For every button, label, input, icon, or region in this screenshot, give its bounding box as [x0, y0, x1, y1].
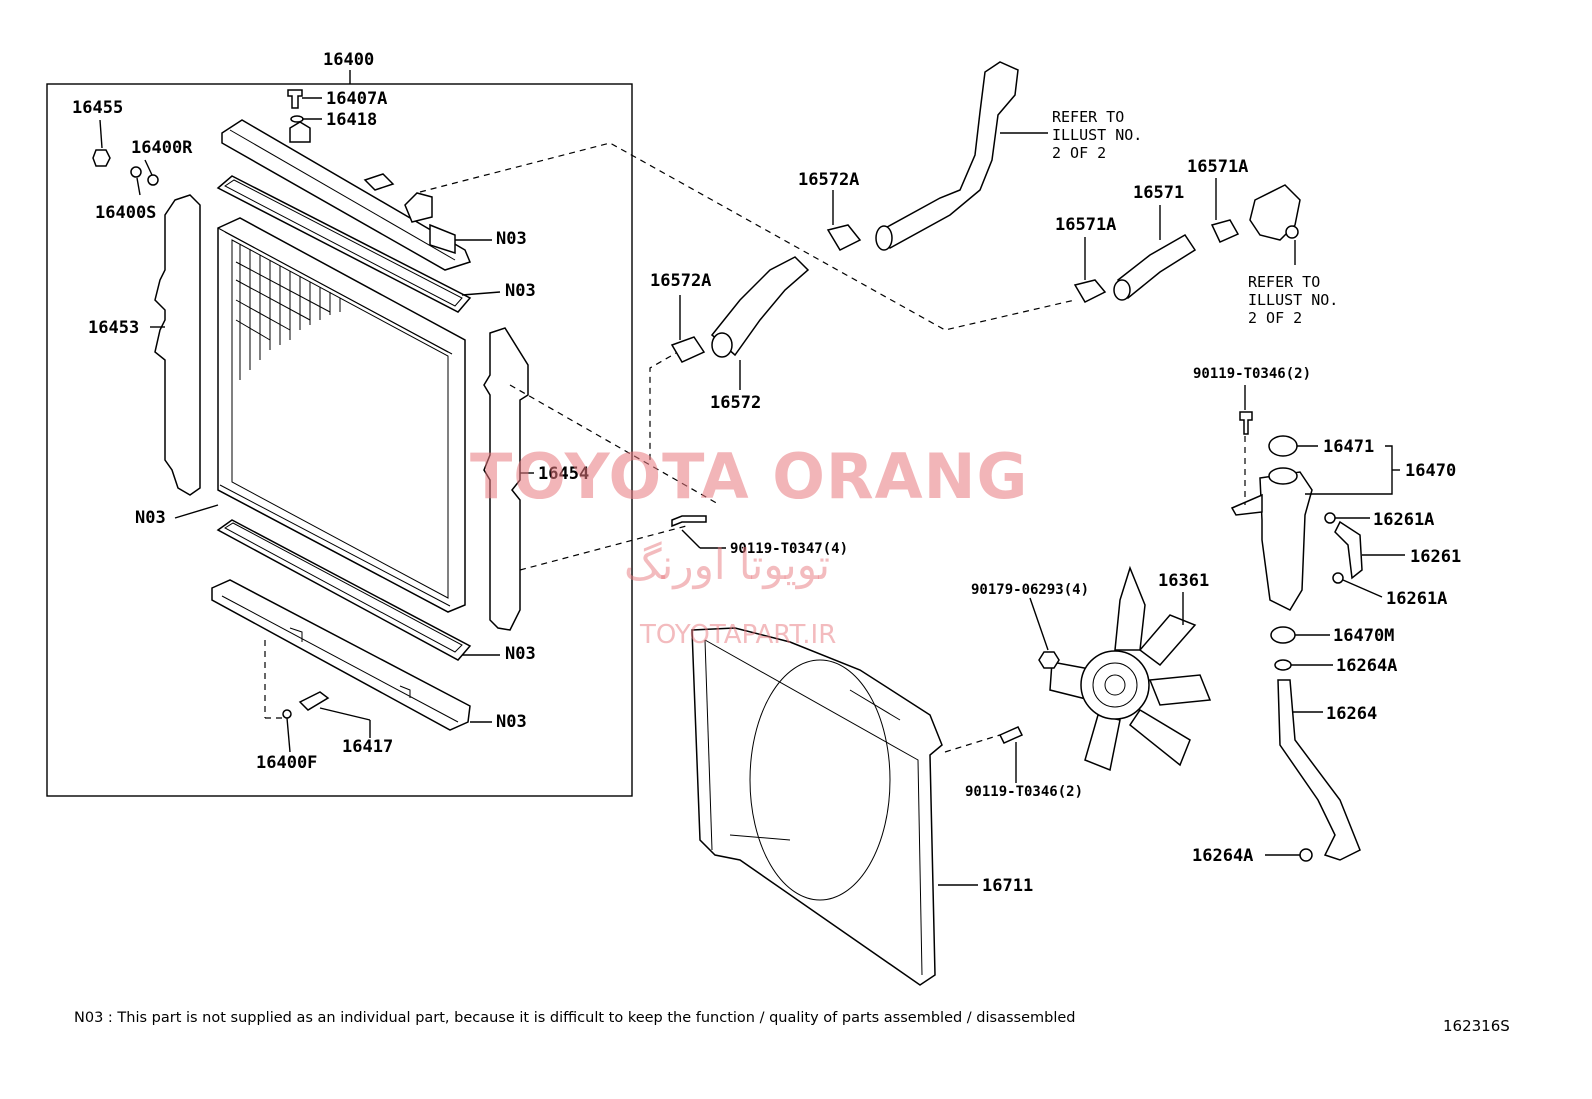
radiator-fins [235, 244, 341, 380]
clamp-16572A-upper [826, 224, 862, 251]
fan-shroud-16711 [691, 627, 943, 986]
label-n03-lower-tank: N03 [496, 712, 527, 732]
label-16711: 16711 [982, 876, 1033, 896]
label-16470M: 16470M [1333, 626, 1394, 646]
label-16418: 16418 [326, 110, 377, 130]
label-16407A: 16407A [326, 89, 387, 109]
drain-cock-16417 [298, 691, 330, 711]
clamp-16261A-top [1324, 512, 1336, 524]
overflow-hose-16264 [1277, 679, 1361, 861]
label-bolt-t0346-reservoir: 90119-T0346(2) [1193, 366, 1311, 382]
reservoir-bolt [1239, 411, 1253, 435]
refer-note-1-line3: 2 OF 2 [1052, 144, 1106, 162]
label-16571A-right: 16571A [1187, 157, 1248, 177]
label-16261: 16261 [1410, 547, 1461, 567]
radiator-lower-tank [211, 579, 471, 731]
water-outlet [1249, 184, 1301, 241]
label-nut-06293: 90179-06293(4) [971, 582, 1089, 598]
drain-plug-16455 [92, 149, 111, 167]
oring-16400F [282, 709, 292, 719]
reservoir-hose-16261 [1334, 520, 1363, 580]
radiator-assembly-frame [46, 83, 633, 797]
label-16471: 16471 [1323, 437, 1374, 457]
refer-note-2-line1: REFER TO [1248, 273, 1320, 291]
label-16261A-bot: 16261A [1386, 589, 1447, 609]
lower-gasket [216, 519, 472, 661]
label-16572: 16572 [710, 393, 761, 413]
label-16400: 16400 [323, 50, 374, 70]
nut-06293 [1038, 651, 1060, 669]
label-16264A-top: 16264A [1336, 656, 1397, 676]
clamp-16261A-bot [1332, 572, 1344, 584]
right-side-support [483, 327, 529, 631]
label-16261A-top: 16261A [1373, 510, 1434, 530]
refer-note-1-line1: REFER TO [1052, 108, 1124, 126]
label-16400R: 16400R [131, 138, 193, 158]
label-n03-upper-gasket: N03 [505, 281, 536, 301]
inlet-pipe [875, 61, 1019, 251]
label-16572A-lower: 16572A [650, 271, 711, 291]
label-16264: 16264 [1326, 704, 1377, 724]
fan-16361 [1049, 565, 1212, 772]
label-16470: 16470 [1405, 461, 1456, 481]
label-n03-upper-tank: N03 [496, 229, 527, 249]
upper-gasket [216, 175, 472, 313]
label-16455: 16455 [72, 98, 123, 118]
label-16361: 16361 [1158, 571, 1209, 591]
bolt-16407A [287, 89, 303, 109]
label-16571: 16571 [1133, 183, 1184, 203]
label-16572A-upper: 16572A [798, 170, 859, 190]
cushion-16400S [130, 166, 142, 178]
reservoir-tank [1230, 467, 1313, 611]
left-side-support [154, 194, 201, 496]
watermark-brand: TOYOTA ORANG [470, 440, 1029, 513]
label-16264A-bot: 16264A [1192, 846, 1253, 866]
reservoir-cap [1268, 435, 1298, 457]
label-n03-core: N03 [135, 508, 166, 528]
refer-note-1-line2: ILLUST NO. [1052, 126, 1142, 144]
label-bolt-t0346-shroud: 90119-T0346(2) [965, 784, 1083, 800]
bolt-t0347 [671, 515, 707, 528]
label-16454: 16454 [538, 464, 589, 484]
refer-note-2-line3: 2 OF 2 [1248, 309, 1302, 327]
label-16417: 16417 [342, 737, 393, 757]
hose-16571 [1113, 234, 1197, 301]
label-16453: 16453 [88, 318, 139, 338]
label-16400S: 16400S [95, 203, 156, 223]
gasket-16418 [290, 115, 304, 123]
bolt-t0346-shroud [998, 726, 1024, 744]
footnote-n03: N03 : This part is not supplied as an in… [74, 1010, 1076, 1026]
clamp-16264A-top [1274, 659, 1292, 671]
label-bolt-t0347: 90119-T0347(4) [730, 541, 848, 557]
clamp-16571A-right [1210, 219, 1240, 243]
grommet-16470M [1270, 626, 1296, 644]
watermark-site: TOYOTAPART.IR [640, 620, 837, 650]
refer-note-2-line2: ILLUST NO. [1248, 291, 1338, 309]
upper-hose-16572 [710, 256, 810, 358]
clamp-16264A-bot [1299, 848, 1313, 862]
label-16400F: 16400F [256, 753, 317, 773]
clamp-16571A-left [1073, 279, 1107, 303]
watermark-persian: تویوتا اورنگ [624, 540, 831, 589]
diagram-id: 162316S [1443, 1017, 1510, 1035]
clamp-16572A-lower [670, 336, 706, 363]
cushion-16400R [147, 174, 159, 186]
radiator-upper-tank [221, 119, 472, 271]
label-n03-lower-gasket: N03 [505, 644, 536, 664]
label-16571A-left: 16571A [1055, 215, 1116, 235]
